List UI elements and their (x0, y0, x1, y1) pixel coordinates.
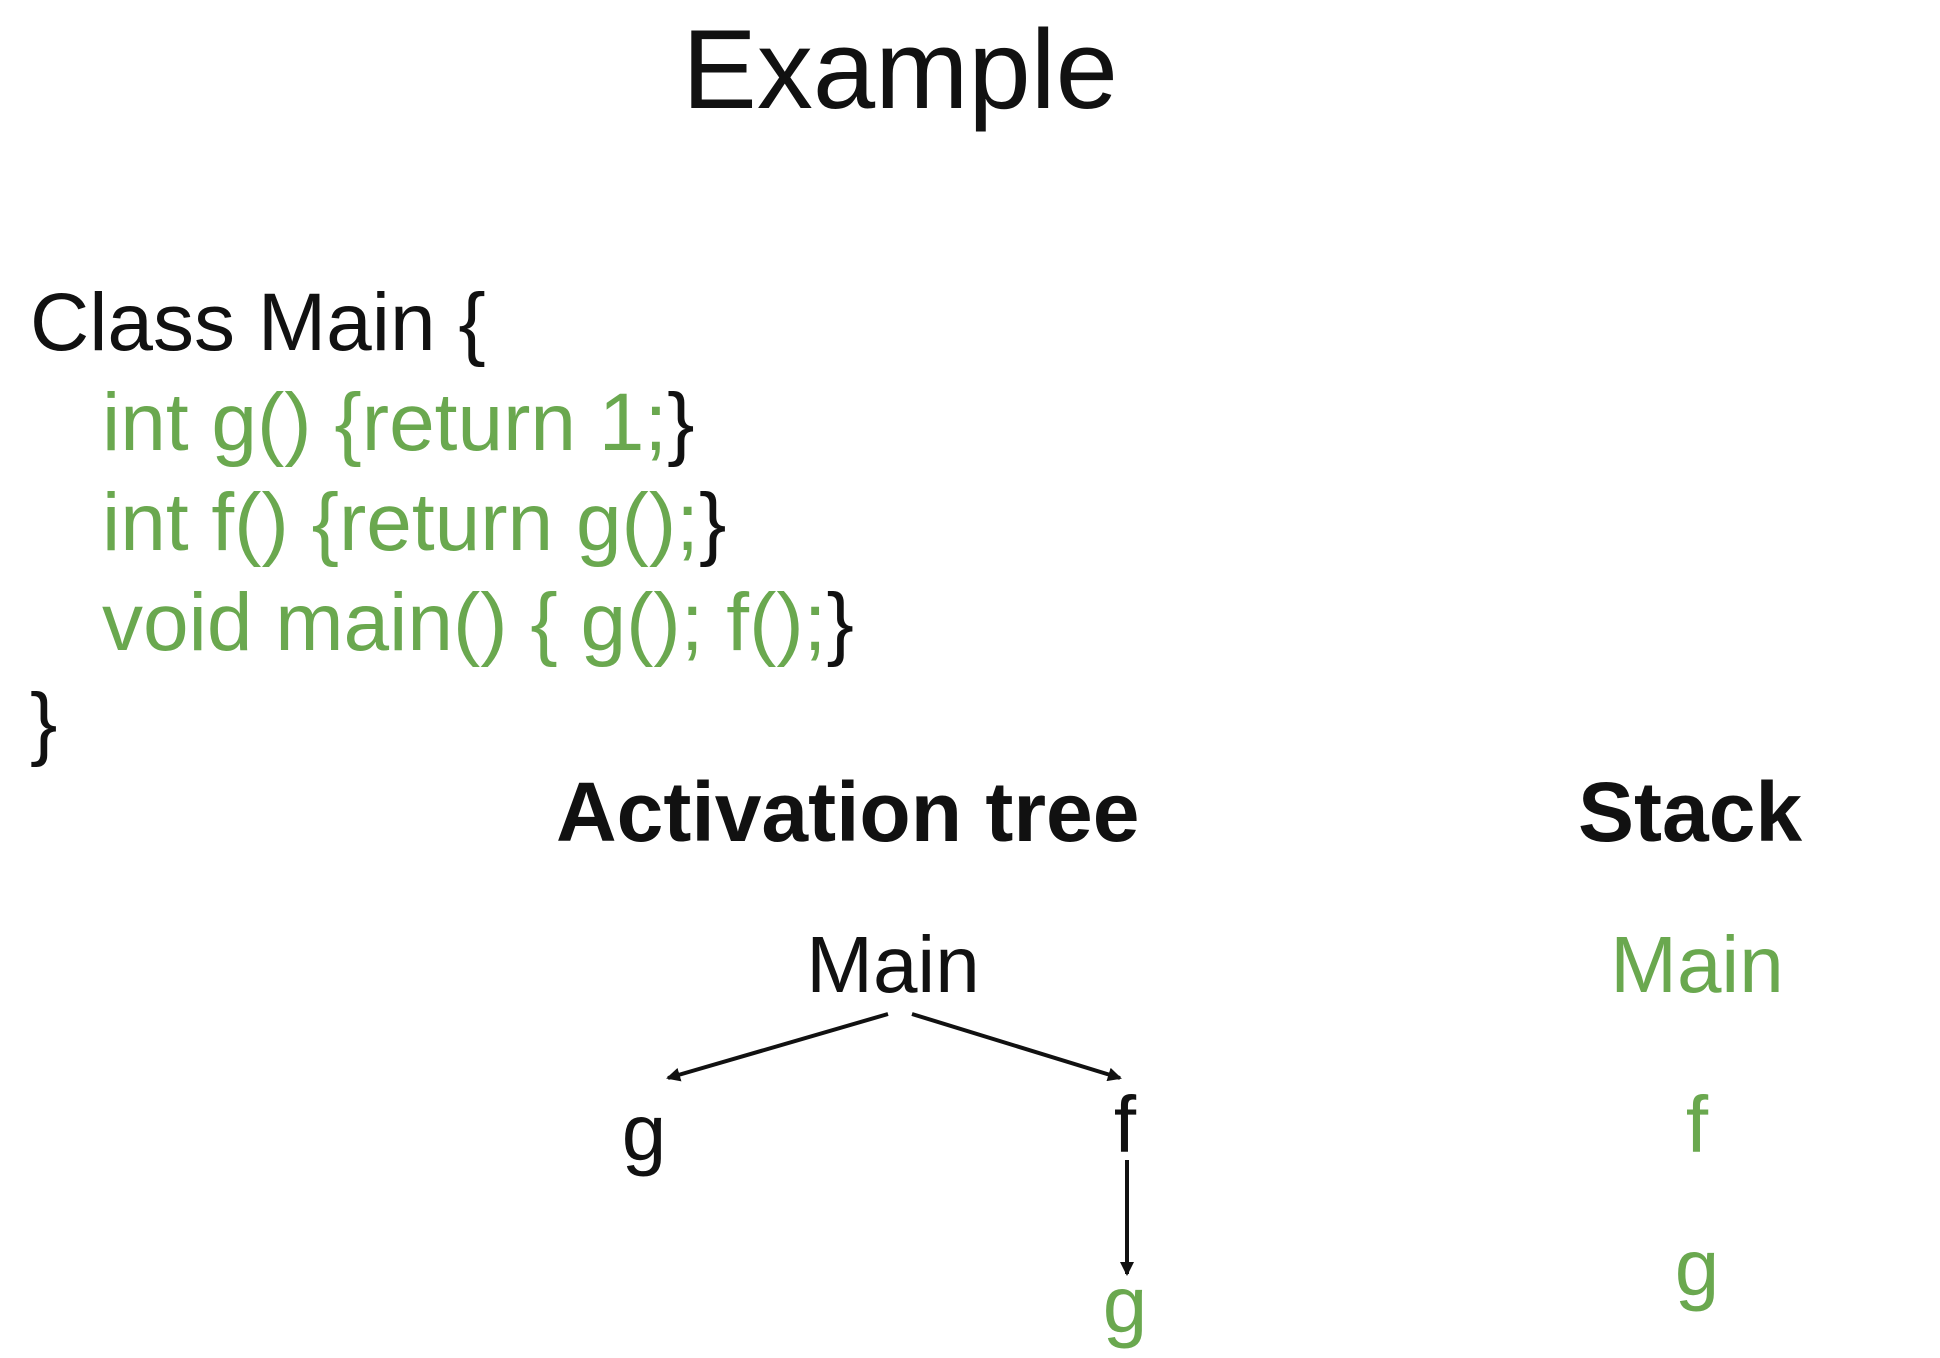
tree-node-main: Main (806, 920, 980, 1009)
edge-main-to-f (911, 1012, 1122, 1082)
code-line-g: int g() {return 1;} (102, 382, 695, 464)
code-line-g-body: int g() {return 1; (102, 377, 668, 468)
code-line-main-body: void main() { g(); f(); (102, 577, 827, 668)
code-line-g-brace: } (667, 377, 695, 468)
code-line-class: Class Main { (30, 277, 486, 368)
code-line-main-brace: } (826, 577, 854, 668)
tree-node-f: f (1113, 1080, 1137, 1169)
stack-item-main: Main (1610, 920, 1784, 1009)
slide-title: Example (682, 7, 1118, 132)
code-line-main: void main() { g(); f();} (102, 582, 854, 664)
activation-tree-heading: Activation tree (556, 765, 1140, 859)
stack-item-g: g (1674, 1223, 1720, 1312)
code-line-f-brace: } (698, 477, 727, 568)
edge-main-to-g (666, 1012, 889, 1082)
stack-item-f: f (1685, 1080, 1709, 1169)
code-line-close: } (30, 677, 58, 768)
code-line-f-body: int f() {return g(); (102, 477, 699, 568)
stack-heading: Stack (1578, 765, 1803, 859)
tree-node-g: g (621, 1088, 667, 1177)
tree-node-g-child: g (1102, 1260, 1148, 1349)
code-line-f: int f() {return g();} (102, 482, 726, 564)
